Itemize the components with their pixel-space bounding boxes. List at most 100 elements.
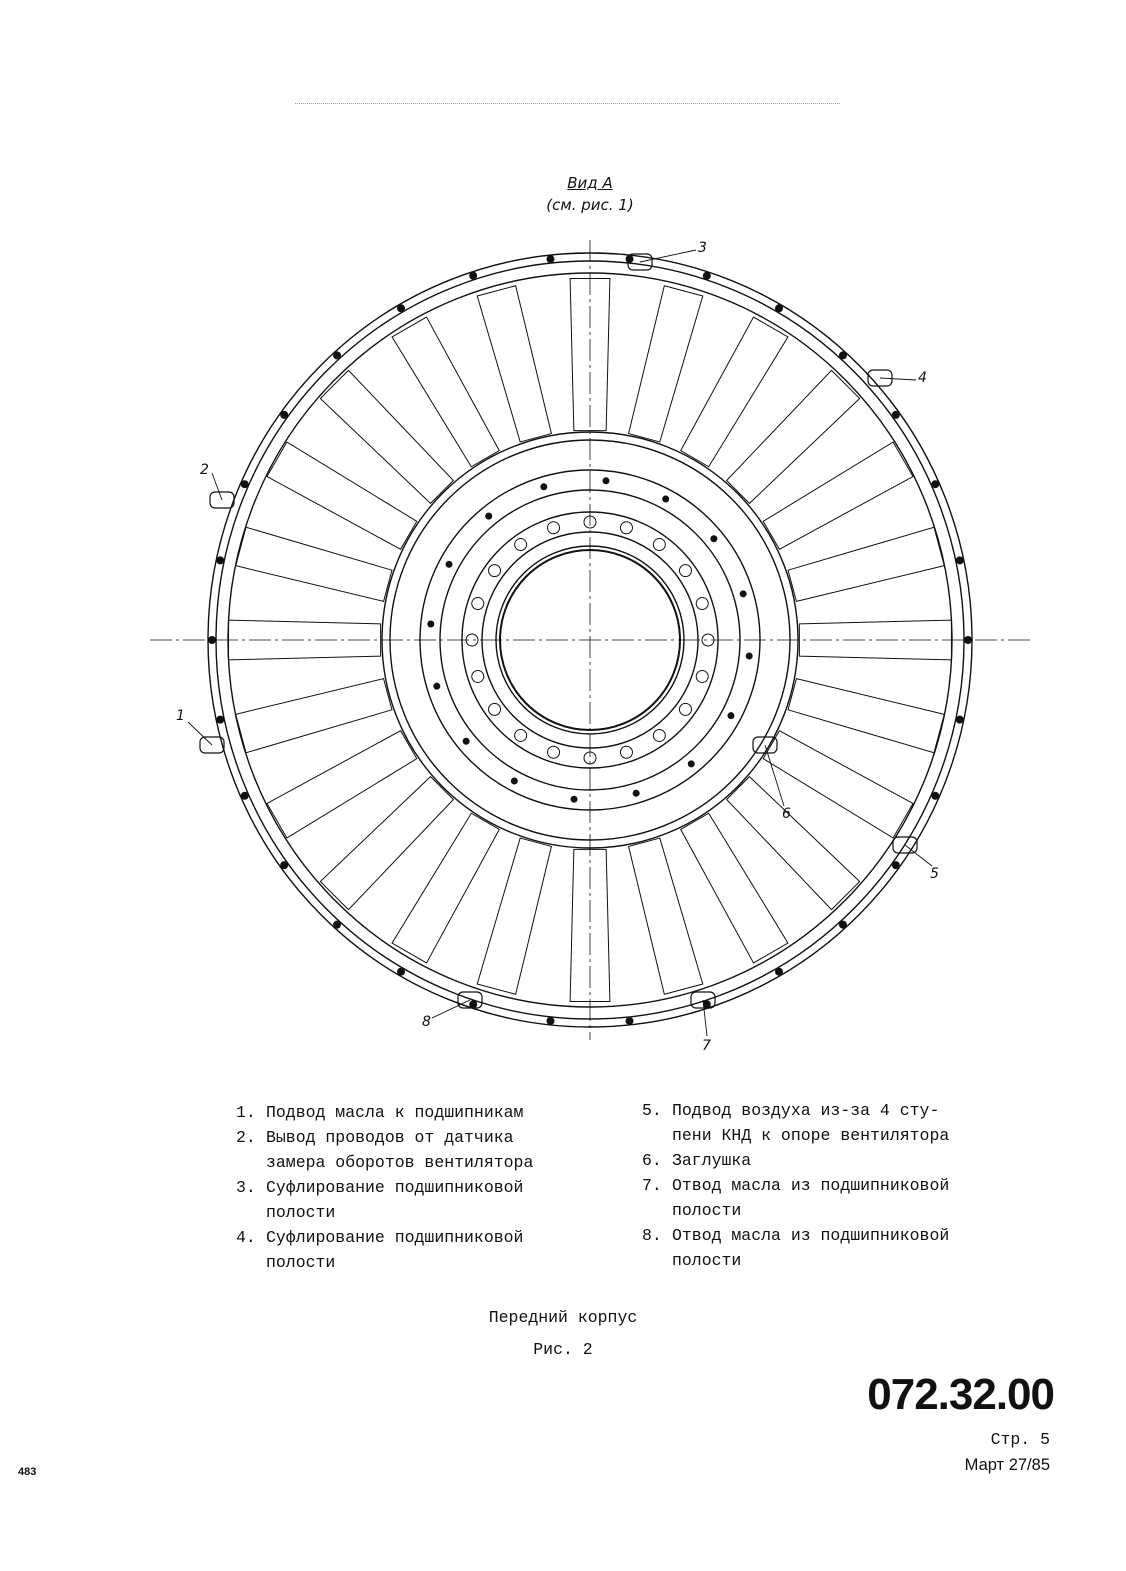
bolt-hole-6	[547, 745, 561, 759]
strut-16	[391, 316, 500, 468]
strut-9	[319, 775, 455, 911]
callout-4: 4	[918, 370, 927, 386]
strut-19	[627, 285, 704, 443]
bolt-hole-5	[583, 751, 597, 765]
strut-3	[725, 775, 861, 911]
hub-fastener-15	[739, 590, 747, 598]
hub-fastener-6	[462, 737, 470, 745]
legend-number: 8.	[642, 1226, 662, 1245]
legend-text: Суфлирование подшипниковой полости	[266, 1228, 524, 1272]
hub-fastener-0	[745, 652, 753, 660]
leader-line-5	[904, 844, 933, 867]
sheet-number: 483	[18, 1466, 37, 1478]
legend-right: 5. Подвод воздуха из-за 4 сту- пени КНД …	[642, 1098, 949, 1273]
strut-17	[476, 285, 553, 443]
strut-23	[787, 526, 945, 603]
legend-item: 2. Вывод проводов от датчика замера обор…	[236, 1125, 533, 1175]
legend-item: 3. Суфлирование подшипниковой полости	[236, 1175, 533, 1225]
strut-20	[680, 316, 789, 468]
bolt-hole-10	[465, 633, 479, 647]
legend-number: 5.	[642, 1101, 662, 1120]
hub-fastener-8	[427, 620, 435, 628]
rim-fastener-16	[216, 556, 225, 565]
rim-fastener-24	[702, 271, 711, 280]
document-number: 072.32.00	[867, 1370, 1055, 1419]
fitting-1	[199, 736, 225, 754]
leader-line-4	[879, 377, 917, 381]
fitting-3	[627, 253, 653, 271]
rim-fastener-25	[775, 304, 783, 313]
hub-fastener-2	[687, 760, 695, 768]
leader-line-3	[639, 249, 697, 263]
legend-number: 1.	[236, 1103, 256, 1122]
legend-text: Подвод воздуха из-за 4 сту- пени КНД к о…	[672, 1101, 950, 1145]
bolt-hole-9	[471, 669, 485, 683]
strut-2	[762, 730, 914, 839]
fitting-5	[892, 836, 918, 854]
rim-fastener-6	[702, 1000, 711, 1009]
fitting-6	[752, 736, 778, 754]
callout-7: 7	[702, 1038, 711, 1054]
legend-text: Вывод проводов от датчика замера оборото…	[266, 1128, 534, 1172]
rim-fastener-3	[891, 861, 900, 870]
hub-fastener-7	[433, 682, 441, 690]
rim-fastener-1	[955, 715, 964, 724]
rim-fastener-10	[397, 967, 405, 976]
strut-14	[266, 441, 418, 550]
strut-10	[266, 730, 418, 839]
leader-line-6	[764, 744, 785, 807]
rim-fastener-15	[208, 636, 216, 644]
callout-8: 8	[422, 1014, 431, 1030]
strut-22	[762, 441, 914, 550]
legend-number: 3.	[236, 1178, 256, 1197]
rim-fastener-29	[955, 556, 964, 565]
callout-3: 3	[698, 240, 707, 256]
legend-item: 5. Подвод воздуха из-за 4 сту- пени КНД …	[642, 1098, 949, 1148]
hub-fastener-12	[602, 477, 610, 485]
legend-number: 7.	[642, 1176, 662, 1195]
rim-fastener-22	[546, 255, 555, 264]
hub-fastener-11	[540, 483, 548, 491]
bolt-hole-0	[701, 633, 715, 647]
fitting-4	[867, 369, 893, 387]
rim-fastener-12	[280, 861, 289, 870]
strut-15	[319, 369, 455, 505]
legend-item: 7. Отвод масла из подшипниковой полости	[642, 1173, 949, 1223]
strut-4	[680, 812, 789, 964]
figure-title: Передний корпус	[488, 1308, 638, 1327]
strut-1	[787, 677, 945, 754]
legend-item: 1. Подвод масла к подшипникам	[236, 1100, 533, 1125]
rim-fastener-20	[397, 304, 405, 313]
strut-11	[235, 677, 393, 754]
hub-fastener-10	[485, 512, 493, 520]
bolt-hole-3	[652, 728, 666, 742]
rim-fastener-4	[838, 920, 847, 929]
bolt-hole-8	[488, 702, 502, 716]
view-title-line2: (см. рис. 1)	[546, 196, 634, 214]
rim-fastener-11	[333, 920, 342, 929]
rim-fastener-21	[469, 271, 478, 280]
callout-2: 2	[200, 462, 209, 478]
legend-text: Заглушка	[672, 1151, 752, 1170]
bolt-hole-12	[488, 564, 502, 578]
hub-fastener-3	[632, 789, 640, 797]
legend-number: 4.	[236, 1228, 256, 1247]
bolt-hole-14	[547, 521, 561, 535]
legend-left: 1. Подвод масла к подшипникам 2. Вывод п…	[236, 1100, 533, 1275]
strut-5	[627, 837, 704, 995]
inner-bore	[499, 549, 681, 731]
rim-fastener-14	[216, 715, 225, 724]
strut-0	[798, 619, 952, 661]
legend-item: 6. Заглушка	[642, 1148, 949, 1173]
bolt-hole-15	[583, 515, 597, 529]
strut-7	[476, 837, 553, 995]
rim-fastener-9	[469, 1000, 478, 1009]
strut-12	[228, 619, 382, 661]
fitting-8	[457, 991, 483, 1009]
legend-text: Отвод масла из подшипниковой полости	[672, 1176, 950, 1220]
leader-line-1	[187, 721, 213, 746]
legend-item: 4. Суфлирование подшипниковой полости	[236, 1225, 533, 1275]
rim-fastener-0	[964, 636, 972, 644]
hub-fastener-9	[445, 560, 453, 568]
top-rule	[295, 103, 840, 104]
